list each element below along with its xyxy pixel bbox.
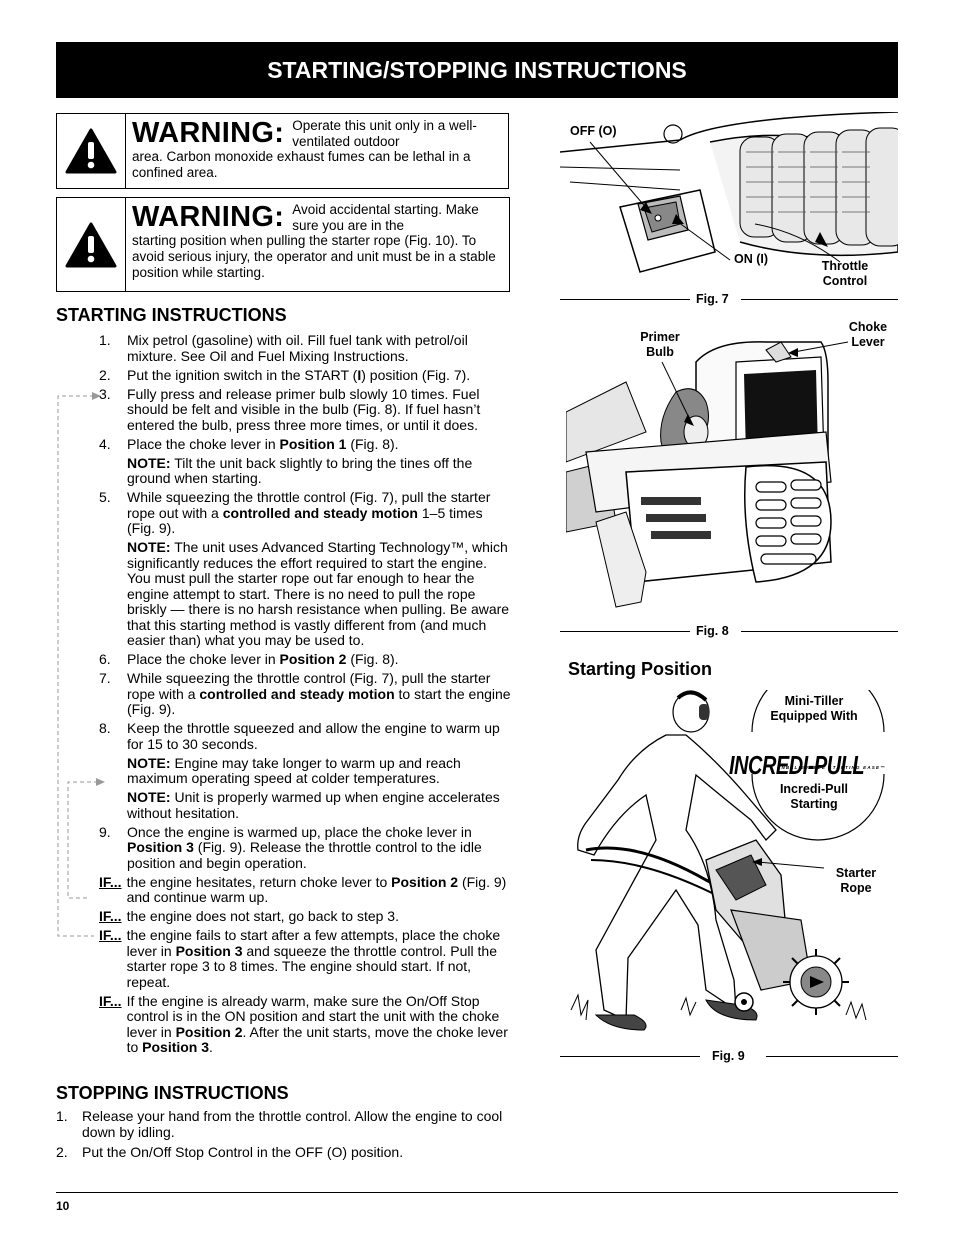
if-item: IF...the engine hesitates, return choke …	[99, 873, 507, 905]
warning-box-accidental-start: WARNING: Avoid accidental starting. Make…	[56, 197, 510, 292]
fig9-caption: Fig. 9	[712, 1049, 745, 1063]
list-item: 2.Put the On/Off Stop Control in the OFF…	[56, 1144, 404, 1160]
fig7-label-on: ON (I)	[734, 252, 769, 266]
list-item: 9.Once the engine is warmed up, place th…	[99, 823, 482, 871]
list-item: 6.Place the choke lever in Position 2 (F…	[99, 651, 399, 667]
fig8-engine-illustration	[566, 341, 849, 608]
if-item: IF...the engine does not start, go back …	[99, 908, 399, 924]
list-item: 1.Mix petrol (gasoline) with oil. Fill f…	[99, 332, 468, 364]
page-banner: STARTING/STOPPING INSTRUCTIONS	[56, 42, 898, 98]
incredi-pull-logo: INCREDI-PULL UNBELIEVABLE STARTING EASE™	[729, 752, 886, 781]
stopping-steps: 1.Release your hand from the throttle co…	[56, 1108, 512, 1166]
footer-divider	[56, 1192, 898, 1193]
fig8-label-primer: Primer Bulb	[640, 330, 680, 359]
fig7-label-throttle: Throttle Control	[821, 259, 869, 288]
warning-text-rest: area. Carbon monoxide exhaust fumes can …	[132, 149, 471, 180]
warning-triangle-icon	[57, 198, 126, 291]
badge-top-text: Mini-Tiller Equipped With	[770, 694, 858, 723]
list-item: 4.Place the choke lever in Position 1 (F…	[99, 435, 399, 452]
fig8-label-choke: Choke Lever	[848, 320, 888, 349]
fig7-label-off: OFF (O)	[570, 124, 617, 138]
warning-label: WARNING:	[132, 117, 285, 149]
list-item: 8.Keep the throttle squeezed and allow t…	[99, 720, 500, 752]
note: NOTE: Tilt the unit back slightly to bri…	[127, 454, 473, 486]
list-item: 1.Release your hand from the throttle co…	[56, 1108, 503, 1140]
list-item: 5.While squeezing the throttle control (…	[99, 489, 491, 536]
stopping-heading: STOPPING INSTRUCTIONS	[56, 1083, 289, 1103]
fig7-switch-illustration	[560, 112, 898, 273]
warning-text-first: Avoid accidental starting. Make sure you…	[292, 202, 479, 233]
warning-triangle-icon	[57, 114, 126, 188]
if-item: IF...the engine fails to start after a f…	[99, 927, 501, 990]
list-item: 2.Put the ignition switch in the START (…	[99, 366, 471, 383]
fig8-caption: Fig. 8	[696, 624, 729, 638]
starting-steps: 1.Mix petrol (gasoline) with oil. Fill f…	[56, 332, 512, 1059]
badge-bottom-text: Incredi-Pull Starting	[779, 782, 849, 811]
fig7-caption: Fig. 7	[696, 292, 729, 306]
fig9-label-rope: Starter Rope	[835, 866, 877, 895]
list-item: 7.While squeezing the throttle control (…	[99, 670, 511, 717]
list-item: 3.Fully press and release primer bulb sl…	[99, 385, 481, 433]
loop-arrows-icon	[57, 392, 105, 937]
warning-text-rest: starting position when pulling the start…	[132, 233, 496, 280]
note: NOTE: The unit uses Advanced Starting Te…	[127, 539, 510, 648]
note: NOTE: Engine may take longer to warm up …	[127, 754, 461, 786]
starting-heading: STARTING INSTRUCTIONS	[56, 305, 287, 325]
note: NOTE: Unit is properly warmed up when en…	[127, 789, 500, 821]
page-number: 10	[56, 1199, 70, 1213]
warning-box-ventilation: WARNING: Operate this unit only in a wel…	[56, 113, 509, 189]
if-item: IF...If the engine is already warm, make…	[99, 992, 508, 1055]
warning-text-first: Operate this unit only in a well- ventil…	[292, 118, 477, 149]
fig9-operator-illustration	[570, 690, 885, 1031]
warning-label: WARNING:	[132, 201, 285, 233]
starting-position-heading: Starting Position	[568, 659, 712, 679]
